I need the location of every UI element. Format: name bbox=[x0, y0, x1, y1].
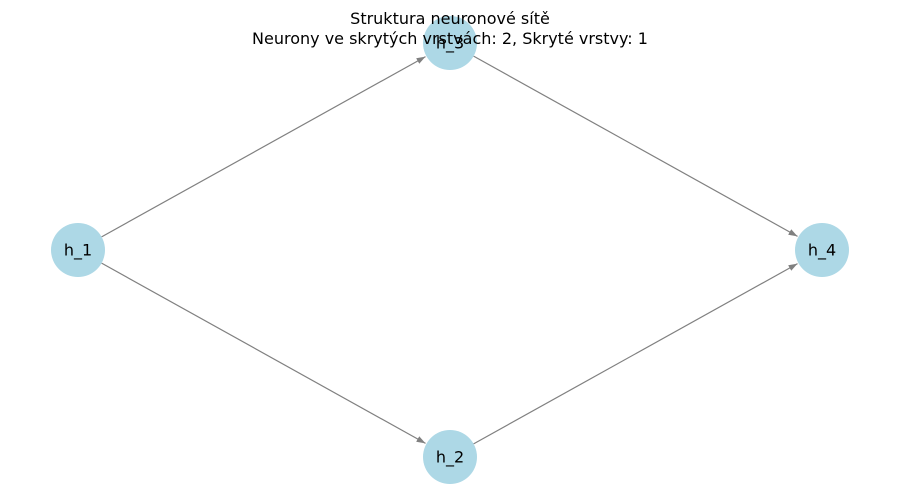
node-h_2: h_2 bbox=[423, 430, 477, 484]
node-label: h_3 bbox=[436, 34, 464, 54]
edge-h_3-h_4 bbox=[473, 55, 798, 237]
figure-title-block: Struktura neuronové sítě Neurony ve skry… bbox=[0, 9, 900, 49]
figure-subtitle: Neurony ve skrytých vrstvách: 2, Skryté … bbox=[252, 29, 648, 48]
figure-title: Struktura neuronové sítě bbox=[350, 9, 550, 28]
node-circle bbox=[423, 430, 477, 484]
edge-h_1-h_2 bbox=[101, 262, 426, 444]
node-label: h_4 bbox=[808, 241, 836, 261]
node-label: h_2 bbox=[436, 448, 464, 468]
edges bbox=[101, 55, 798, 445]
nodes: h_1 h_2 h_3 h_4 bbox=[51, 16, 849, 484]
edge-h_1-h_3 bbox=[101, 56, 426, 238]
edge-h_2-h_4 bbox=[473, 263, 798, 445]
node-label: h_1 bbox=[64, 241, 92, 261]
node-h_4: h_4 bbox=[795, 223, 849, 277]
node-circle bbox=[51, 223, 105, 277]
node-h_1: h_1 bbox=[51, 223, 105, 277]
node-circle bbox=[795, 223, 849, 277]
node-circle bbox=[423, 16, 477, 70]
node-h_3: h_3 bbox=[423, 16, 477, 70]
